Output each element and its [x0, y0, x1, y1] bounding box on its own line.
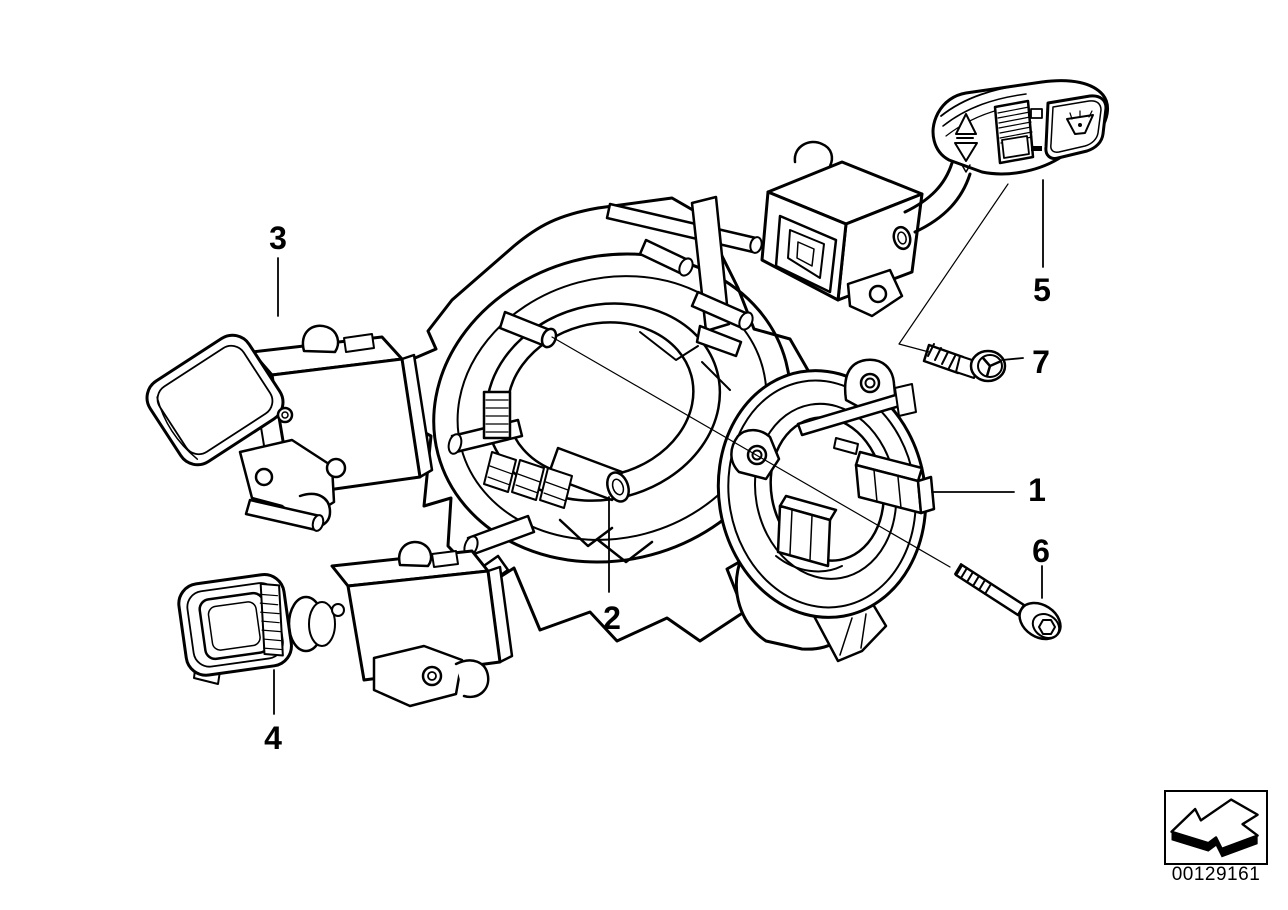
direction-of-travel-arrow-icon — [1170, 798, 1259, 858]
part-4-switch-drawing — [177, 540, 514, 708]
callout-7[interactable]: 7 — [1032, 344, 1050, 380]
document-number: 00129161 — [1171, 864, 1261, 885]
callout-6[interactable]: 6 — [1032, 533, 1050, 569]
part-6-bolt-drawing — [954, 563, 1062, 641]
callout-5[interactable]: 5 — [1033, 272, 1051, 308]
part-5-wiper-switch-drawing — [760, 79, 1110, 318]
callout-1[interactable]: 1 — [1028, 472, 1046, 508]
callout-3[interactable]: 3 — [269, 220, 287, 256]
wiper-thumbwheel — [993, 99, 1035, 165]
part-2-switch-carrier-drawing — [406, 195, 815, 643]
callout-2[interactable]: 2 — [603, 600, 621, 636]
part-3-switch-drawing — [145, 324, 434, 532]
washer-button — [1044, 94, 1108, 160]
direction-arrow-box — [1164, 790, 1268, 865]
turn-indicator-icon — [954, 113, 978, 173]
washer-spray-icon — [1066, 110, 1094, 135]
part-7-screw-drawing — [922, 343, 1007, 383]
callout-4[interactable]: 4 — [264, 720, 282, 756]
assembly-lines — [551, 183, 1009, 568]
callout-leader-lines — [273, 179, 1044, 715]
part-1-coil-spring-drawing — [716, 358, 936, 663]
diagram-stamp: 00129161 — [1164, 790, 1268, 886]
